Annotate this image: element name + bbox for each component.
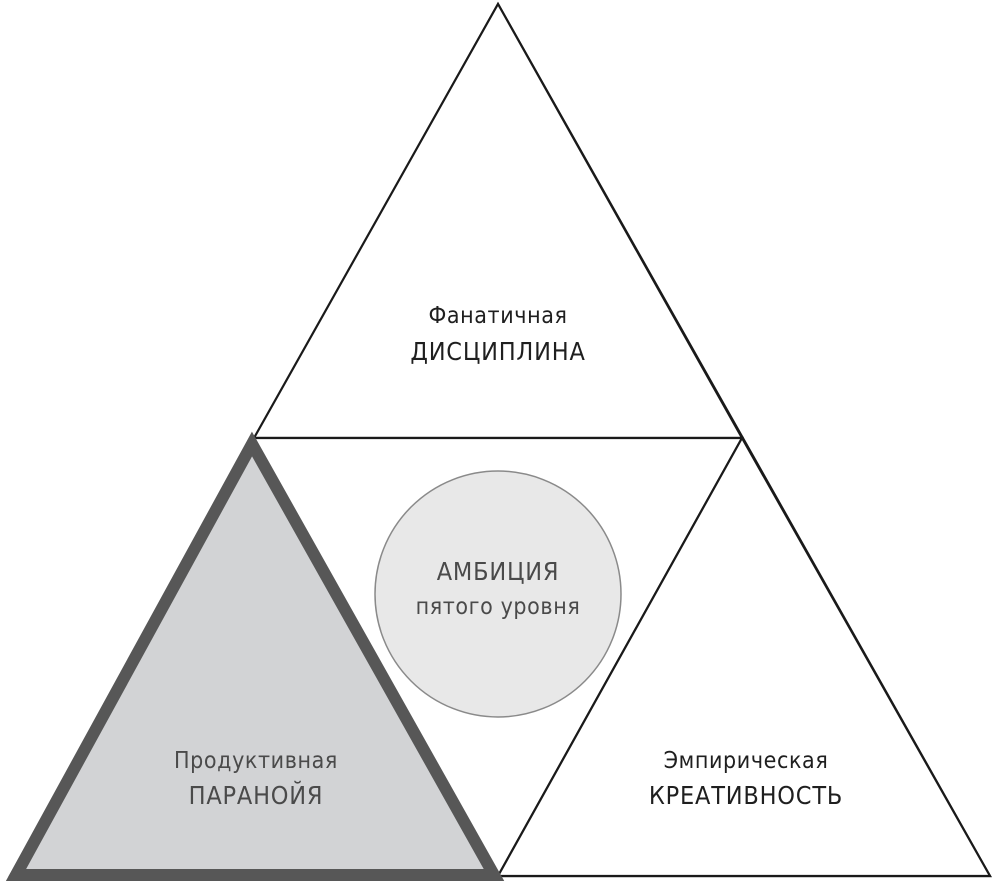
discipline-label-line1: Фанатичная [428,303,567,329]
ambition-label-line2: пятого уровня [416,594,581,620]
paranoia-triangle-highlighted [5,431,505,881]
creativity-label-line1: Эмпирическая [664,748,829,774]
ambition-label-line1: АМБИЦИЯ [437,557,560,586]
ambition-circle [374,470,622,718]
paranoia-label-line2: ПАРАНОЙЯ [189,781,324,810]
creativity-label-line2: КРЕАТИВНОСТЬ [649,781,843,810]
creativity-triangle [496,435,992,878]
discipline-triangle [252,1,744,440]
paranoia-label-line1: Продуктивная [174,748,338,774]
discipline-label-line2: ДИСЦИПЛИНА [410,337,585,366]
